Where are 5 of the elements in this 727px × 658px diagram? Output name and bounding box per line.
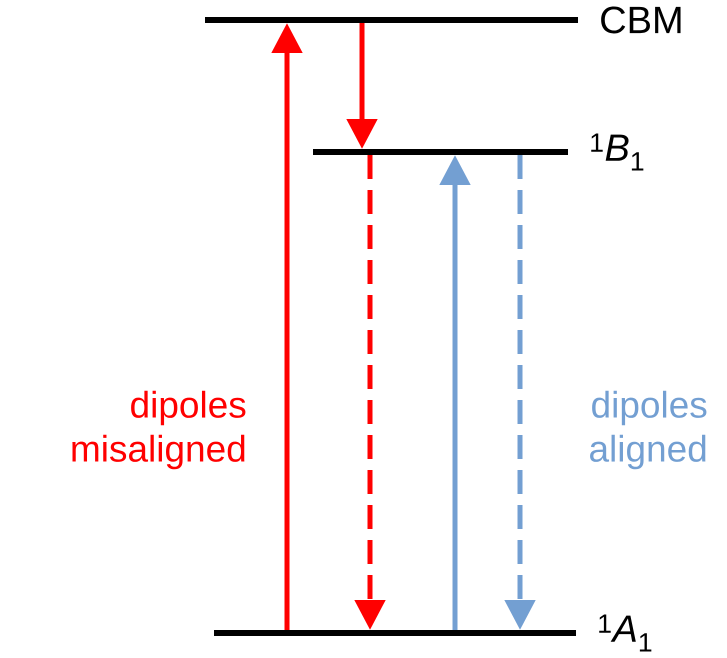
energy-level: CBM	[202, 6, 681, 34]
energy-level: $^{1}$A$_{1}$	[211, 614, 652, 652]
annotation: dipoles aligned	[590, 390, 706, 470]
energy-level: $^{1}$B$_{1}$	[310, 133, 644, 171]
annotation: dipoles misaligned	[72, 390, 246, 470]
